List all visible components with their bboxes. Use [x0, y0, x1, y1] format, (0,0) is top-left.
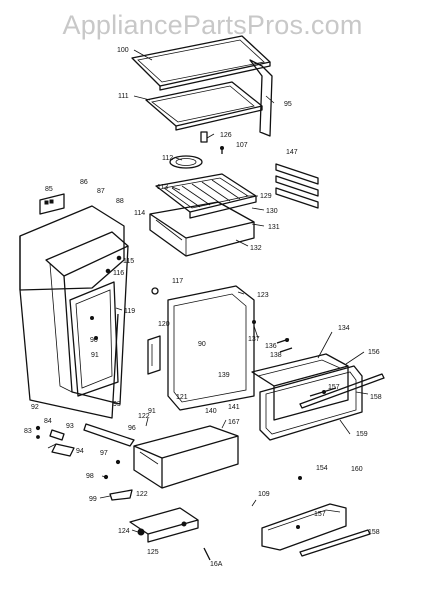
callout-92: 92	[31, 404, 39, 411]
screws-136-138	[252, 320, 293, 353]
callout-158-drawer: 158	[368, 529, 380, 536]
nameplate	[39, 193, 65, 215]
callout-136: 136	[265, 343, 277, 350]
callout-158-door: 158	[370, 394, 382, 401]
callout-125: 125	[147, 549, 159, 556]
callout-134: 134	[338, 325, 350, 332]
callout-90-liner: 90	[90, 337, 98, 344]
watermark: AppliancePartsPros.com	[62, 10, 363, 40]
callout-159: 159	[356, 431, 368, 438]
callout-93-liner: 93	[113, 401, 121, 408]
callout-114: 114	[134, 210, 145, 217]
drip-tray	[145, 81, 263, 131]
broiler-drawer	[149, 201, 255, 257]
heating-coil	[169, 155, 203, 169]
knob-117	[151, 287, 159, 295]
callout-16a: 16A	[210, 561, 223, 568]
callout-157-drawer: 157	[314, 511, 326, 518]
callout-107: 107	[236, 142, 248, 149]
callout-84: 84	[44, 418, 52, 425]
callout-147: 147	[286, 149, 298, 156]
callout-90-door: 90	[198, 341, 206, 348]
callout-85: 85	[45, 186, 53, 193]
callout-113: 113	[157, 184, 168, 191]
callout-117: 117	[172, 278, 183, 285]
kick-panel-bracket	[109, 489, 199, 543]
callout-157-door: 157	[328, 384, 340, 391]
callout-156: 156	[368, 349, 380, 356]
callout-109: 109	[258, 491, 270, 498]
door-hinge-parts	[35, 423, 135, 480]
left-side-panel	[19, 205, 125, 419]
callout-96: 96	[128, 425, 136, 432]
callout-167: 167	[228, 419, 240, 426]
drawer-front	[251, 476, 371, 557]
callout-126: 126	[220, 132, 232, 139]
callout-97: 97	[100, 450, 108, 457]
callout-100: 100	[117, 47, 129, 54]
oven-door-glass	[251, 353, 349, 421]
callout-115: 115	[123, 258, 134, 265]
callout-labels: 100 111 95 126 107 112 147 85 86 87 88 1…	[24, 47, 382, 568]
callout-86: 86	[80, 179, 88, 186]
callout-141: 141	[228, 404, 240, 411]
screws-115-116	[90, 255, 122, 340]
screw-107	[220, 146, 224, 154]
callout-95: 95	[284, 101, 292, 108]
callout-122-bracket: 122	[136, 491, 148, 498]
oven-door-frame	[147, 285, 255, 411]
callout-122-drawer: 122	[138, 413, 150, 420]
callout-88: 88	[116, 198, 124, 205]
callout-123: 123	[257, 292, 269, 299]
callout-124: 124	[118, 528, 130, 535]
callout-94: 94	[76, 448, 84, 455]
callout-93-hinge: 93	[66, 423, 74, 430]
callout-111: 111	[118, 93, 129, 100]
callout-99: 99	[89, 496, 97, 503]
callout-129: 129	[260, 193, 272, 200]
door-handle-158	[299, 373, 385, 409]
callout-137: 137	[248, 336, 260, 343]
callout-132: 132	[250, 245, 262, 252]
oven-liner	[45, 231, 129, 405]
callout-91-liner: 91	[91, 352, 99, 359]
storage-drawer	[133, 425, 239, 489]
callout-87: 87	[97, 188, 105, 195]
oven-racks	[275, 163, 319, 209]
callout-154: 154	[316, 465, 328, 472]
callout-120: 120	[158, 321, 170, 328]
callout-138: 138	[270, 352, 282, 359]
callout-140: 140	[205, 408, 217, 415]
rear-side-panel	[249, 59, 273, 137]
callout-116: 116	[113, 270, 124, 277]
callout-139: 139	[218, 372, 230, 379]
outer-door-panel	[259, 365, 363, 441]
callout-112: 112	[162, 155, 173, 162]
callout-119: 119	[124, 308, 135, 315]
callout-130: 130	[266, 208, 278, 215]
callout-131: 131	[268, 224, 280, 231]
handle-bracket-157	[309, 387, 337, 397]
broiler-pan	[155, 173, 257, 219]
leader-lines	[47, 49, 369, 533]
screw-16a	[203, 547, 211, 561]
callout-121: 121	[176, 394, 188, 401]
callout-83: 83	[24, 428, 32, 435]
spacer-post	[200, 131, 215, 143]
callout-98: 98	[86, 473, 94, 480]
top-cover	[131, 35, 271, 91]
callout-91-drawer: 91	[148, 408, 156, 415]
callout-160: 160	[351, 466, 363, 473]
